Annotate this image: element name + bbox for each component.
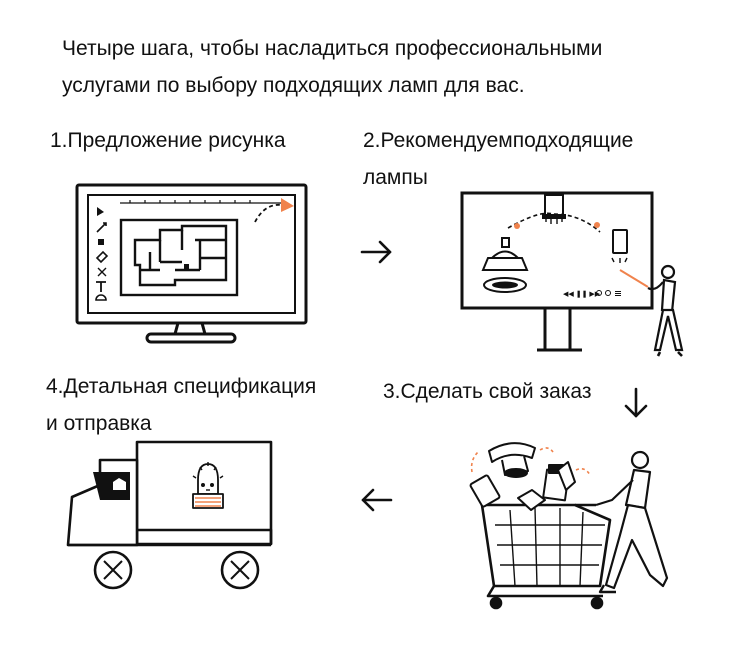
truck-illustration [66, 440, 273, 590]
dome-lamp-icon [481, 237, 529, 293]
shopper-figure [595, 450, 669, 594]
crop-icon [98, 239, 104, 245]
cart-wheel [590, 596, 604, 610]
scissors-icon [97, 267, 107, 277]
intro-line-2: услугами по выбору подходящих ламп для в… [62, 74, 525, 97]
cart-wheel [489, 596, 503, 610]
screen-ruler [120, 200, 285, 204]
intro-text: Четыре шага, чтобы насладиться профессио… [62, 30, 712, 104]
floor-plan-frame [119, 218, 239, 297]
eraser-icon [95, 250, 109, 264]
text-tool-icon [96, 281, 106, 292]
board-controls: ◀◀ ❚❚ ▶▶ [563, 290, 621, 298]
monitor-illustration [75, 183, 308, 344]
presentation-board [460, 191, 654, 310]
pen-icon [96, 222, 107, 233]
cactus-package-icon [192, 462, 224, 509]
intro-line-1: Четыре шага, чтобы насладиться профессио… [62, 37, 603, 60]
pendant-lamp-icon [611, 229, 628, 263]
arrow-down-icon [624, 387, 648, 418]
arrow-right-icon [360, 240, 392, 264]
cursor-icon [97, 207, 104, 216]
step-4-title: 4.Детальная спецификация и отправка [46, 368, 366, 442]
arrow-left-icon [361, 488, 393, 512]
step-4-title-line-1: 4.Детальная спецификация [46, 375, 317, 398]
step-2-title: 2.Рекомендуемподходящие лампы [363, 122, 703, 196]
step-2-title-line-2: лампы [363, 166, 428, 189]
cart-items [469, 442, 576, 511]
presentation-illustration: ◀◀ ❚❚ ▶▶ [460, 191, 684, 357]
monitor-frame [75, 183, 308, 325]
cart-illustration [469, 442, 669, 610]
export-arrow-icon [281, 198, 294, 212]
step-1-title: 1.Предложение рисунка [50, 129, 286, 152]
export-arrow-path [254, 203, 283, 223]
monitor-neck [173, 322, 207, 336]
toolbar-icons [95, 207, 109, 301]
spot-lamp-icon [542, 194, 566, 224]
floor-plan [133, 224, 228, 287]
svg-text:◀◀ ❚❚ ▶▶: ◀◀ ❚❚ ▶▶ [563, 290, 601, 298]
protractor-icon [95, 294, 107, 301]
presenter-figure [647, 264, 684, 357]
monitor-base [145, 332, 237, 344]
truck-wheel [220, 550, 260, 590]
step-4-title-line-2: и отправка [46, 412, 152, 435]
step-3-title: 3.Сделать свой заказ [383, 380, 592, 403]
monitor-screen [87, 194, 296, 314]
truck-wheel [93, 550, 133, 590]
step-2-title-line-1: 2.Рекомендуемподходящие [363, 129, 634, 152]
